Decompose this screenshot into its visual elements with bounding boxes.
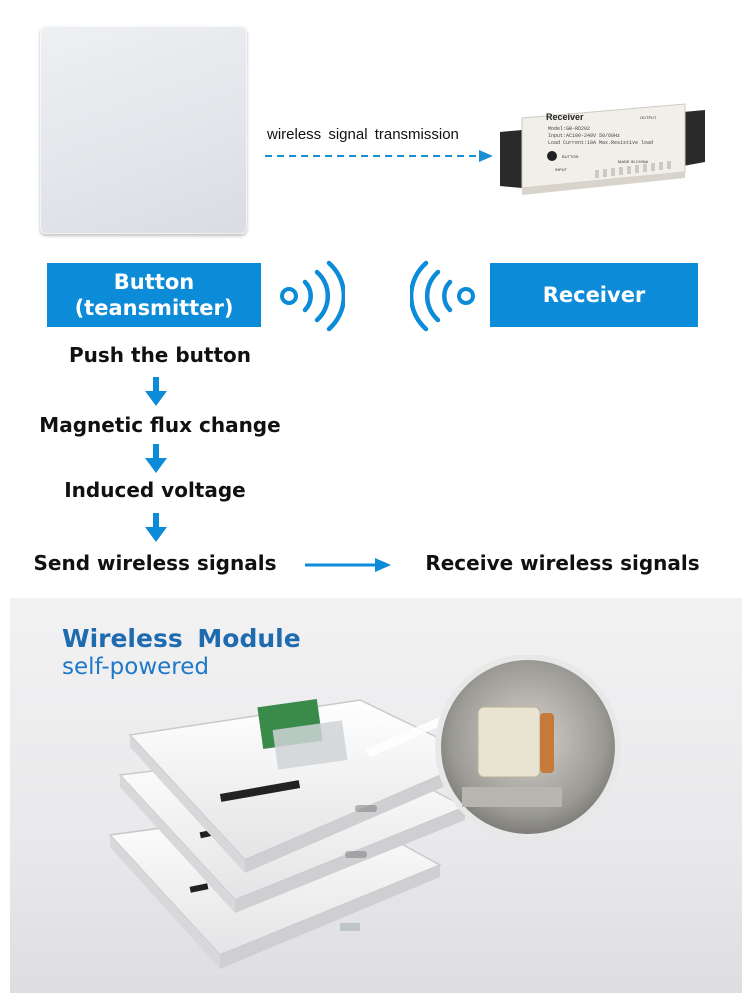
flow-step-magnetic: Magnetic flux change — [39, 413, 281, 437]
down-arrow-icon — [145, 513, 167, 542]
down-arrow-icon — [145, 444, 167, 473]
flow-step-send: Send wireless signals — [33, 551, 277, 575]
wireless-switch-image — [40, 26, 247, 234]
receiver-input-text: Input:AC100-240V 50/60Hz — [548, 133, 620, 139]
wireless-signal-in-icon — [410, 260, 475, 332]
button-box-line2: (teansmitter) — [74, 296, 234, 320]
button-box-line1: Button — [113, 270, 195, 294]
switch-modules-image — [108, 655, 621, 969]
dashed-arrow-icon — [265, 150, 493, 162]
receiver-box: Receiver — [490, 263, 698, 327]
down-arrow-icon — [145, 377, 167, 406]
button-transmitter-box: Button (teansmitter) — [47, 263, 261, 327]
right-arrow-icon — [305, 558, 391, 572]
receiver-made-in-label: MADE IN CHINA — [618, 159, 649, 164]
flow-step-push: Push the button — [69, 343, 251, 367]
receiver-input-label: INPUT — [555, 167, 568, 172]
wireless-signal-out-icon — [280, 260, 345, 332]
receiver-button-label: BUTTON — [562, 154, 578, 159]
receiver-output-label: OUTPUT — [640, 115, 657, 120]
wireless-module-subtitle: self-powered — [62, 654, 209, 680]
wireless-module-title: Wireless Module — [62, 624, 301, 653]
flow-step-receive: Receive wireless signals — [425, 551, 700, 575]
receiver-model-text: Model:GB-RD202 — [548, 126, 590, 132]
signal-transmission-label: wireless signal transmission — [267, 126, 459, 143]
receiver-brand-text: Receiver — [546, 112, 584, 122]
receiver-load-text: Load Current:10A Max.Resistive load — [548, 140, 653, 146]
receiver-device-image: Receiver Model:GB-RD202 Input:AC100-240V… — [500, 103, 705, 195]
flow-step-voltage: Induced voltage — [64, 478, 246, 502]
